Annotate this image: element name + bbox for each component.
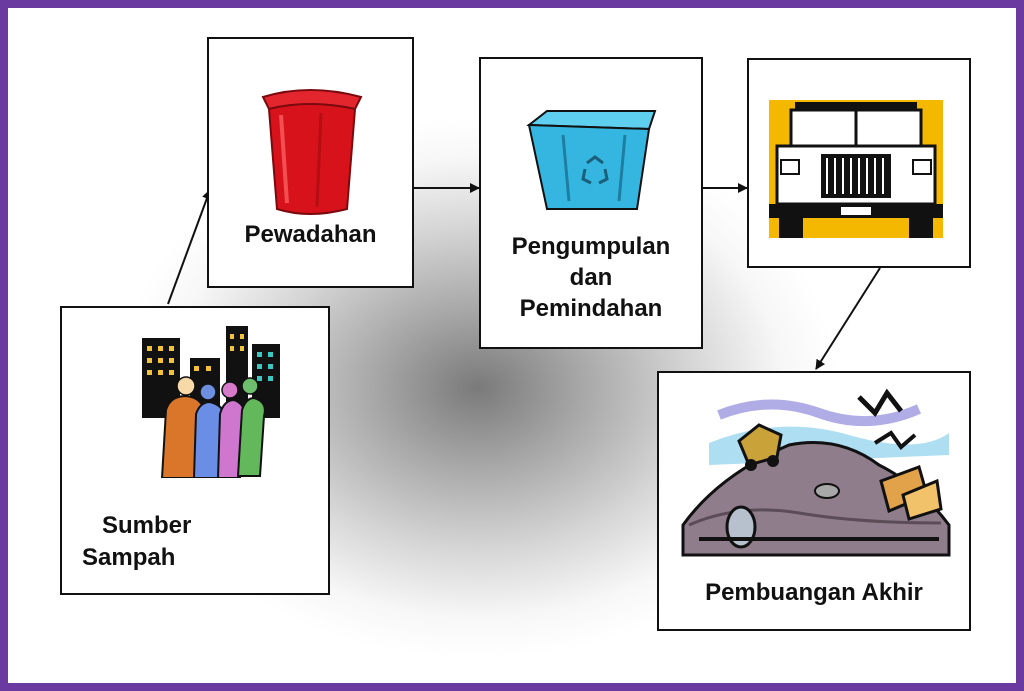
pengumpulan-label-line3: Pemindahan xyxy=(519,295,663,322)
pengumpulan-label-line1: Pengumpulan xyxy=(511,233,671,260)
arrow-truck-to-pembuangan xyxy=(815,267,881,370)
pembuangan-label: Pembuangan Akhir xyxy=(705,579,923,606)
node-pewadahan: Pewadahan xyxy=(207,37,414,288)
recycle-bin-icon xyxy=(526,110,657,210)
node-pembuangan-akhir: Pembuangan Akhir xyxy=(657,371,971,631)
sumber-label-line2: Sampah xyxy=(82,544,176,571)
landfill-icon xyxy=(681,388,951,557)
truck-icon xyxy=(769,100,943,238)
pewadahan-label: Pewadahan xyxy=(244,221,377,248)
node-truck xyxy=(747,58,971,268)
node-pengumpulan-pemindahan: Pengumpulan dan Pemindahan xyxy=(479,57,703,349)
crowd-city-icon xyxy=(142,326,280,478)
sumber-label-line1: Sumber xyxy=(102,512,192,539)
node-sumber-sampah: Sumber Sampah xyxy=(60,306,330,595)
pengumpulan-label-line2: dan xyxy=(569,264,613,291)
arrow-sumber-to-pewadahan xyxy=(167,189,212,305)
red-bin-icon xyxy=(261,89,363,215)
